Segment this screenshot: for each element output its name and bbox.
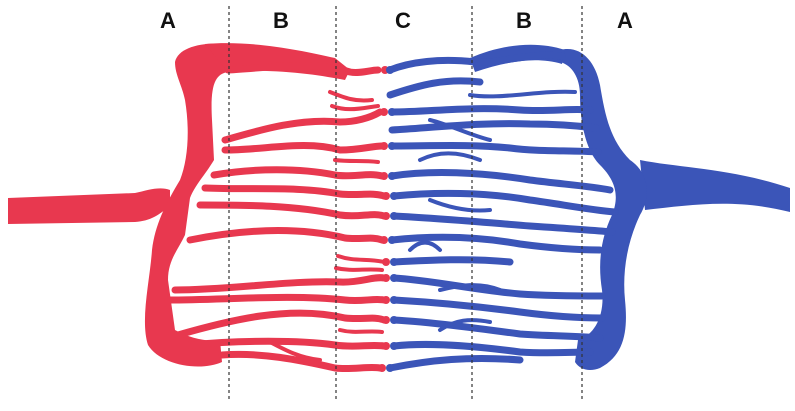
- arteriole: [335, 160, 378, 162]
- capillary-junction-arterial: [380, 236, 388, 244]
- capillary-junction-arterial: [382, 212, 390, 220]
- venule: [392, 109, 590, 112]
- capillary-junction-venous: [390, 258, 398, 266]
- arteriole: [340, 330, 382, 332]
- capillary-junction-venous: [386, 66, 394, 74]
- capillary-junction-arterial: [382, 192, 390, 200]
- capillary-junction-arterial: [382, 316, 390, 324]
- capillary-junction-venous: [388, 236, 396, 244]
- venule: [420, 153, 480, 160]
- capillary-junction-arterial: [380, 142, 388, 150]
- capillary-junction-venous: [390, 316, 398, 324]
- zone-label-a-right: A: [617, 8, 633, 34]
- zone-label-a-left: A: [160, 8, 176, 34]
- venule: [394, 300, 602, 318]
- capillary-junction-arterial: [380, 172, 388, 180]
- venule: [390, 358, 520, 368]
- arteriole: [175, 278, 384, 290]
- capillary-junction-venous: [390, 342, 398, 350]
- arteriole: [338, 256, 384, 262]
- capillary-junction-arterial: [382, 258, 390, 266]
- venule: [392, 146, 598, 153]
- capillary-junction-arterial: [378, 364, 386, 372]
- capillary-junction-venous: [390, 296, 398, 304]
- capillary-junction-venous: [390, 212, 398, 220]
- venule: [390, 81, 480, 95]
- capillary-junction-arterial: [380, 108, 388, 116]
- artery-top-arch: [205, 43, 350, 80]
- venule: [394, 344, 590, 352]
- capillary-junction-arterial: [382, 342, 390, 350]
- venule: [394, 320, 600, 338]
- venous-side: [386, 45, 790, 372]
- zone-label-c: C: [395, 8, 411, 34]
- arteriole: [214, 170, 382, 176]
- capillary-junction-venous: [388, 108, 396, 116]
- arteriole: [200, 205, 384, 216]
- arteriole: [205, 188, 384, 196]
- capillary-junction-venous: [390, 274, 398, 282]
- capillary-junction-venous: [386, 364, 394, 372]
- capillary-junction-arterial: [382, 296, 390, 304]
- zone-label-b-right: B: [516, 8, 532, 34]
- venule: [392, 173, 610, 190]
- capillary-junction-venous: [390, 192, 398, 200]
- venule: [394, 216, 612, 232]
- vein-trunk: [640, 160, 790, 212]
- capillary-junction-venous: [388, 142, 396, 150]
- venule: [410, 243, 440, 251]
- arteriole: [336, 268, 382, 270]
- venule: [430, 200, 490, 211]
- arteriole: [225, 146, 382, 150]
- arteriole: [168, 297, 384, 300]
- capillary-junction-venous: [388, 172, 396, 180]
- arterial-side: [8, 43, 390, 372]
- venule: [394, 260, 510, 262]
- venule: [470, 92, 575, 97]
- venule: [394, 193, 615, 212]
- capillary-junction-arterial: [382, 274, 390, 282]
- arteriole: [190, 231, 382, 240]
- artery-trunk: [8, 188, 170, 224]
- arteriole: [190, 341, 384, 346]
- arteriole: [225, 112, 380, 140]
- arteriole: [332, 106, 378, 109]
- venule: [392, 124, 596, 130]
- venule: [394, 278, 602, 296]
- zone-label-b-left: B: [273, 8, 289, 34]
